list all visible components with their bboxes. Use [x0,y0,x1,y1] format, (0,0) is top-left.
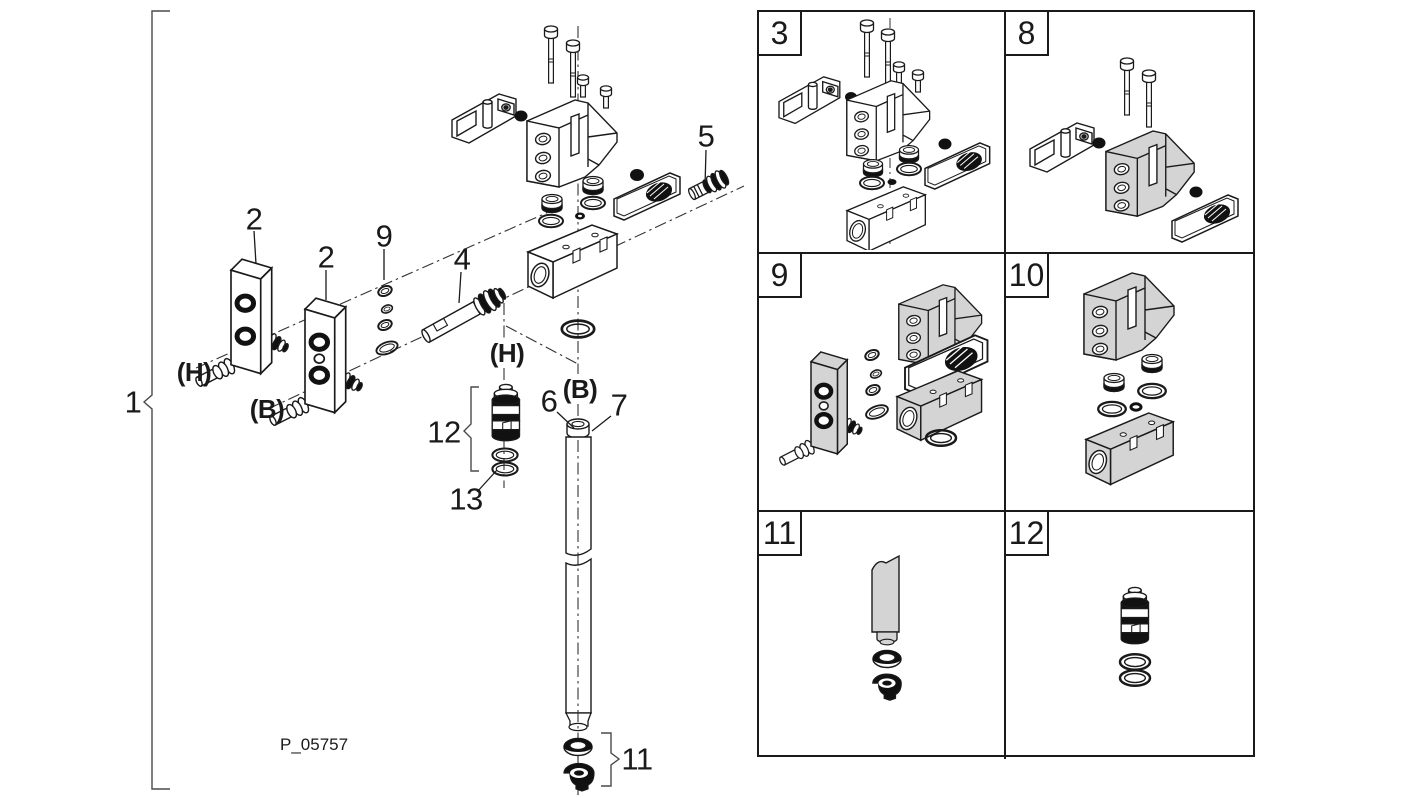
callout-h-inner: (H) [489,338,525,368]
grille-cover [613,172,681,221]
callout-b-inner: (B) [562,374,598,404]
mounting-plate [451,93,517,144]
upper-housing [526,99,618,188]
panel-number-3: 3 [759,12,802,56]
callout-9: 9 [375,218,393,254]
panel-number-12: 12 [1006,512,1049,556]
callout-6: 6 [540,383,558,419]
panel-10-illustration [1083,272,1175,486]
manifold-block [527,224,618,299]
callout-11: 11 [621,741,653,777]
fitting-5 [685,167,732,205]
panel-number-9: 9 [759,254,802,298]
cartridge-oring [491,461,519,477]
cartridge-oring [491,447,519,463]
group-brackets [142,10,621,790]
panel-number-8: 8 [1006,12,1049,56]
main-exploded-view [142,10,745,795]
detail-panel-11: 11 [759,512,1006,759]
panel-number-11: 11 [759,512,802,556]
callout-b-outer: (B) [249,394,285,424]
leader-lines [253,149,707,493]
panel-8-illustration [1029,57,1239,243]
panel-11-illustration [871,554,902,701]
plug [514,110,528,122]
callout-2-right: 2 [317,239,335,275]
detail-panel-8: 8 [1006,12,1253,254]
detail-panel-9: 9 [759,254,1006,512]
seal-caps [538,175,606,229]
figure-code: P_05757 [280,735,349,754]
bottom-seal-cup [563,762,595,792]
plug [630,169,644,181]
detail-panel-10: 10 [1006,254,1253,512]
detail-panel-12: 12 [1006,512,1253,759]
callout-12: 12 [427,414,461,450]
callout-5: 5 [697,118,715,154]
detail-panel-3: 3 [759,12,1006,254]
callout-h-outer: (H) [176,357,212,387]
callout-7: 7 [610,387,628,423]
panel-number-10: 10 [1006,254,1049,298]
callout-4: 4 [453,241,471,277]
callout-1: 1 [124,384,142,420]
bottom-seal-ring [563,737,593,757]
panel-3-illustration [778,18,991,250]
cartridge-12 [491,383,521,442]
oring-set-9 [373,249,401,359]
detail-panel-grid: 3 8 [757,10,1255,759]
callout-13: 13 [449,481,483,517]
callout-2-left: 2 [245,201,263,237]
